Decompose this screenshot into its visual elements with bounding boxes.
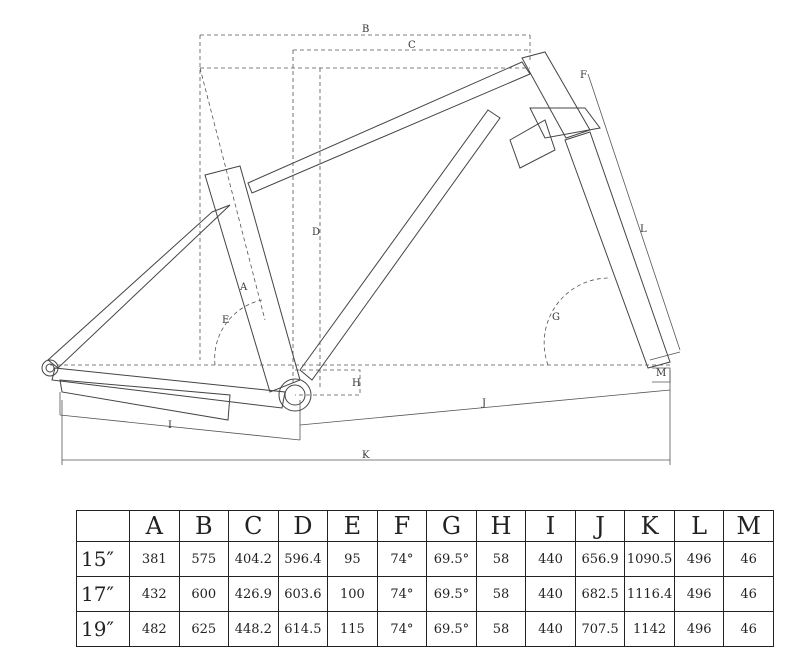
label-d: D — [312, 227, 320, 238]
table-cell: 95 — [327, 541, 378, 577]
column-header: L — [673, 510, 725, 542]
table-cell: 46 — [723, 541, 774, 577]
label-k: K — [362, 450, 370, 461]
table-cell: 69.5° — [426, 576, 477, 612]
column-header: A — [129, 510, 180, 542]
table-cell: 600 — [178, 576, 230, 612]
dim-b-line — [199, 34, 531, 360]
table-cell: 440 — [525, 611, 576, 647]
column-header: H — [475, 510, 527, 542]
table-corner — [76, 510, 130, 542]
size-label: 17″ — [76, 576, 130, 612]
top-tube — [247, 61, 531, 194]
table-cell: 440 — [525, 541, 576, 577]
table-cell: 596.4 — [277, 541, 329, 577]
label-f: F — [580, 70, 587, 81]
column-header: G — [426, 510, 477, 542]
table-cell: 58 — [475, 541, 527, 577]
head-tube — [521, 51, 591, 139]
table-row: 17″ 432 600 426.9 603.6 100 74° 69.5° 58… — [76, 576, 774, 612]
table-cell: 682.5 — [574, 576, 626, 612]
frame-geometry-drawing: B C D A E F G H I J K L M — [41, 24, 681, 465]
table-cell: 426.9 — [228, 576, 279, 612]
headset-lower — [509, 119, 556, 169]
fork — [564, 131, 671, 369]
column-header: E — [327, 510, 378, 542]
table-cell: 404.2 — [228, 541, 279, 577]
table-cell: 46 — [723, 611, 774, 647]
table-cell: 74° — [376, 576, 428, 612]
table-cell: 46 — [723, 576, 774, 612]
table-cell: 496 — [673, 576, 725, 612]
bottom-bracket-inner — [284, 384, 306, 406]
column-header: F — [376, 510, 428, 542]
dim-l-line — [587, 73, 681, 361]
table-cell: 575 — [178, 541, 230, 577]
table-cell: 432 — [129, 576, 180, 612]
dim-m-line — [652, 367, 671, 383]
table-cell: 74° — [376, 611, 428, 647]
dim-d-line — [200, 67, 530, 388]
table-cell: 625 — [178, 611, 230, 647]
label-j: J — [481, 398, 486, 409]
table-cell: 496 — [673, 611, 725, 647]
table-row: 15″ 381 575 404.2 596.4 95 74° 69.5° 58 … — [76, 541, 774, 577]
table-cell: 100 — [327, 576, 378, 612]
table-cell: 496 — [673, 541, 725, 577]
dim-h-line — [295, 369, 361, 396]
table-cell: 603.6 — [277, 576, 329, 612]
column-header: K — [624, 510, 675, 542]
label-c: C — [408, 40, 416, 51]
geometry-table: A B C D E F G H I J K L M 15″ 381 575 40… — [76, 510, 774, 647]
column-header: I — [525, 510, 576, 542]
table-row: 19″ 482 625 448.2 614.5 115 74° 69.5° 58… — [76, 611, 774, 647]
label-b: B — [362, 24, 369, 35]
table-cell: 1142 — [624, 611, 675, 647]
rear-dropout — [41, 359, 59, 377]
table-cell: 482 — [129, 611, 180, 647]
headset-cup — [529, 107, 601, 139]
table-cell: 58 — [475, 611, 527, 647]
label-a: A — [239, 282, 248, 293]
table-cell: 614.5 — [277, 611, 329, 647]
label-i: I — [168, 420, 172, 431]
column-header: M — [723, 510, 774, 542]
dim-k-line — [61, 395, 671, 465]
label-h: H — [352, 378, 361, 389]
table-cell: 58 — [475, 576, 527, 612]
angle-g-arc — [543, 277, 609, 366]
angle-e-arc — [214, 299, 263, 366]
chain-stay-lower — [59, 379, 231, 421]
bottom-bracket-shell — [278, 378, 312, 412]
column-header: J — [574, 510, 626, 542]
table-cell: 381 — [129, 541, 180, 577]
chain-stay — [51, 367, 286, 409]
table-cell: 74° — [376, 541, 428, 577]
column-header: B — [178, 510, 230, 542]
column-header: D — [277, 510, 329, 542]
size-label: 19″ — [76, 611, 130, 647]
table-cell: 69.5° — [426, 611, 477, 647]
down-tube — [299, 109, 501, 381]
table-header-row: A B C D E F G H I J K L M — [76, 510, 774, 542]
table-cell: 707.5 — [574, 611, 626, 647]
label-g: G — [552, 312, 560, 323]
column-header: C — [228, 510, 279, 542]
table-cell: 448.2 — [228, 611, 279, 647]
label-l: L — [640, 224, 647, 235]
dimension-labels: B C D A E F G H I J K L M — [168, 24, 666, 461]
dim-i-line — [59, 392, 301, 441]
table-cell: 1090.5 — [624, 541, 675, 577]
table-cell: 1116.4 — [624, 576, 675, 612]
table-cell: 656.9 — [574, 541, 626, 577]
table-cell: 440 — [525, 576, 576, 612]
seat-tube — [204, 165, 301, 393]
size-label: 15″ — [76, 541, 130, 577]
seat-stay — [47, 204, 231, 369]
table-cell: 69.5° — [426, 541, 477, 577]
label-m: M — [656, 368, 666, 379]
table-cell: 115 — [327, 611, 378, 647]
label-e: E — [222, 315, 229, 326]
